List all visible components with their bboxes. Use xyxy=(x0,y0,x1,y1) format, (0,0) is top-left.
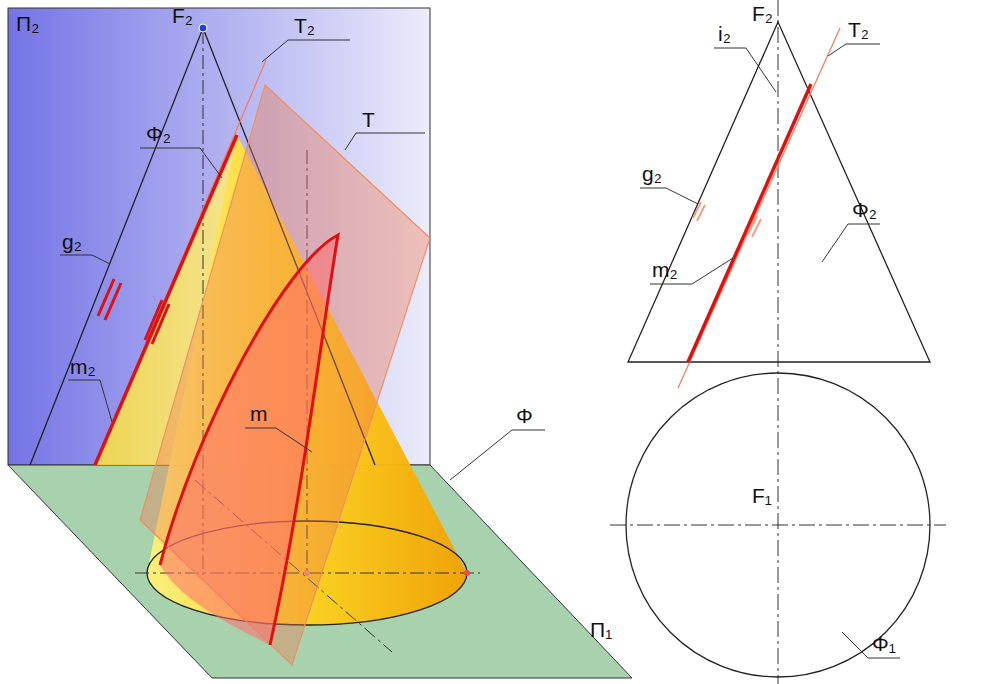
part-label: Π₂ xyxy=(16,12,39,36)
part-label: g₂ xyxy=(62,230,82,254)
part-label: m₂ xyxy=(652,258,678,282)
part-label: i₂ xyxy=(718,22,731,46)
part-label: F₂ xyxy=(752,2,773,26)
part-label: F₁ xyxy=(752,484,772,508)
part-label: Φ₂ xyxy=(852,198,877,222)
part-label: T xyxy=(362,108,375,132)
part-label: g₂ xyxy=(642,162,662,186)
part-label: Φ₁ xyxy=(872,632,896,656)
part-label: T₂ xyxy=(294,14,315,38)
part-label: F₂ xyxy=(172,4,193,28)
part-label: T₂ xyxy=(848,18,869,42)
part-label: Π₁ xyxy=(590,618,612,642)
part-label: m xyxy=(250,402,268,426)
part-label: Φ xyxy=(516,404,533,428)
part-label: Φ₂ xyxy=(146,122,171,146)
part-label: m₂ xyxy=(70,355,96,379)
